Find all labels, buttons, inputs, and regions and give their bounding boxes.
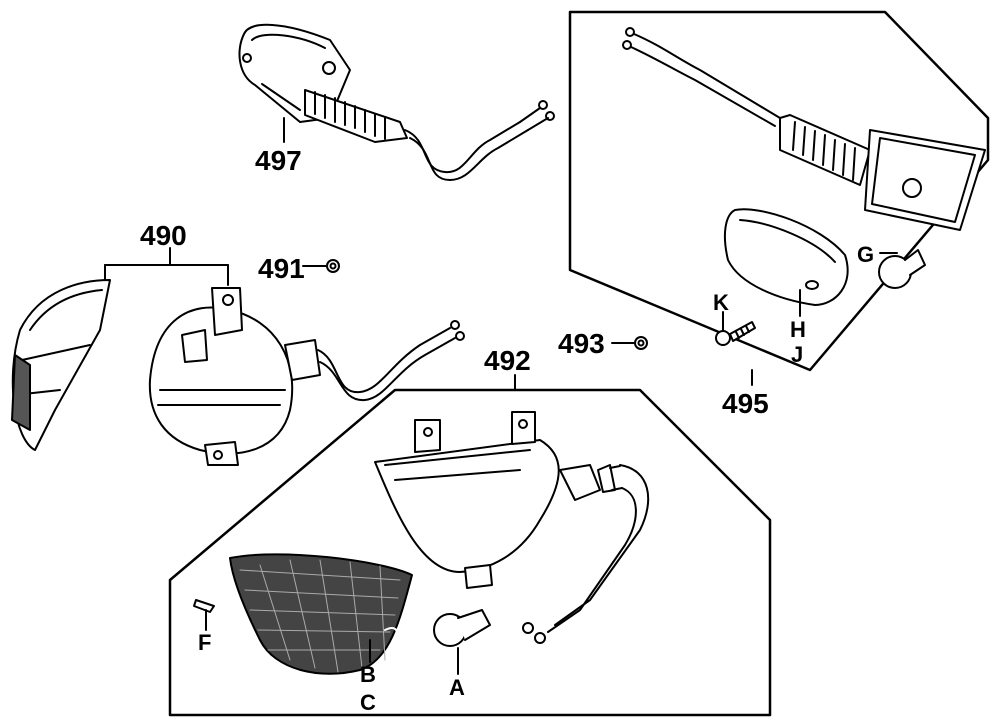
group-495-frame <box>568 10 990 372</box>
letter-C: C <box>360 690 376 715</box>
letter-F: F <box>198 630 211 655</box>
letter-K: K <box>713 290 729 315</box>
group-492-frame <box>168 388 772 717</box>
nut-491 <box>312 259 340 273</box>
part-number-497: 497 <box>255 145 302 176</box>
turn-signal-492 <box>193 374 650 675</box>
part-number-491: 491 <box>258 253 305 284</box>
part-number-495: 495 <box>722 388 769 419</box>
part-number-493: 493 <box>558 328 605 359</box>
turn-signal-490 <box>11 247 465 466</box>
letter-A: A <box>449 675 465 700</box>
part-number-490: 490 <box>140 220 187 251</box>
turn-signal-497 <box>238 23 555 181</box>
letter-J: J <box>791 342 803 367</box>
part-number-492: 492 <box>484 345 531 376</box>
letter-G: G <box>857 242 874 267</box>
letter-B: B <box>360 662 376 687</box>
letter-H: H <box>790 317 806 342</box>
turn-signal-495 <box>622 27 986 386</box>
nut-493 <box>619 336 648 350</box>
